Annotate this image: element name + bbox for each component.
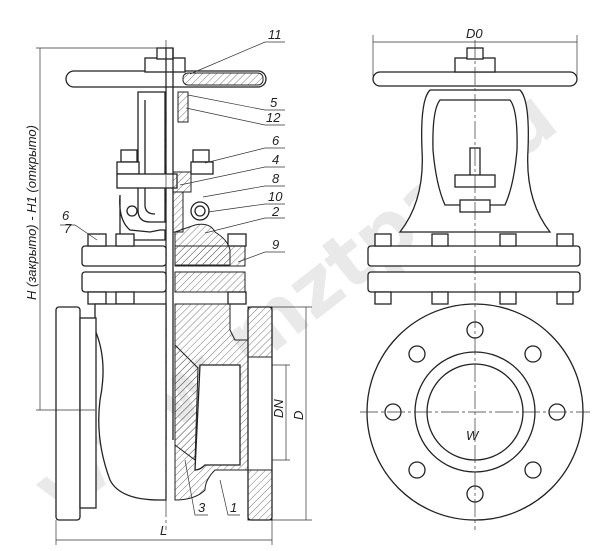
body-flange	[81, 271, 167, 293]
label-part-6b: 6	[62, 208, 70, 223]
label-part-9: 9	[272, 237, 279, 252]
side-view: D0 W	[360, 26, 590, 530]
label-part-4: 4	[272, 152, 279, 167]
bonnet-flange	[81, 245, 167, 267]
label-part-8: 8	[272, 171, 280, 186]
dimensions-left: H (закрыто) - H1 (открыто) L DN D	[24, 47, 312, 545]
part-callouts: 11 5 12 6 4 8 10 2 9 6 7 3 1	[60, 27, 285, 516]
gland-bolts	[116, 149, 214, 233]
yoke	[137, 91, 166, 223]
dim-wheel-diameter: D0	[466, 26, 483, 41]
label-part-7: 7	[64, 221, 72, 236]
dim-length: L	[160, 523, 167, 538]
label-part-3: 3	[198, 500, 206, 515]
dim-height: H (закрыто) - H1 (открыто)	[24, 125, 39, 300]
label-part-1: 1	[230, 500, 237, 515]
body-mark: W	[466, 428, 480, 443]
label-part-11: 11	[268, 27, 282, 42]
end-flange-left	[55, 306, 81, 521]
section-view	[55, 40, 273, 530]
label-part-2: 2	[271, 204, 280, 219]
label-part-6: 6	[272, 133, 280, 148]
label-part-5: 5	[270, 95, 278, 110]
valve-body	[94, 303, 167, 501]
wedge	[174, 343, 199, 461]
wheel-nut	[144, 57, 186, 73]
dim-flange-diameter: D	[291, 411, 306, 420]
dim-nominal-diameter: DN	[271, 399, 286, 418]
label-part-10: 10	[268, 189, 283, 204]
stem-top	[156, 47, 174, 60]
label-part-12: 12	[266, 110, 281, 125]
